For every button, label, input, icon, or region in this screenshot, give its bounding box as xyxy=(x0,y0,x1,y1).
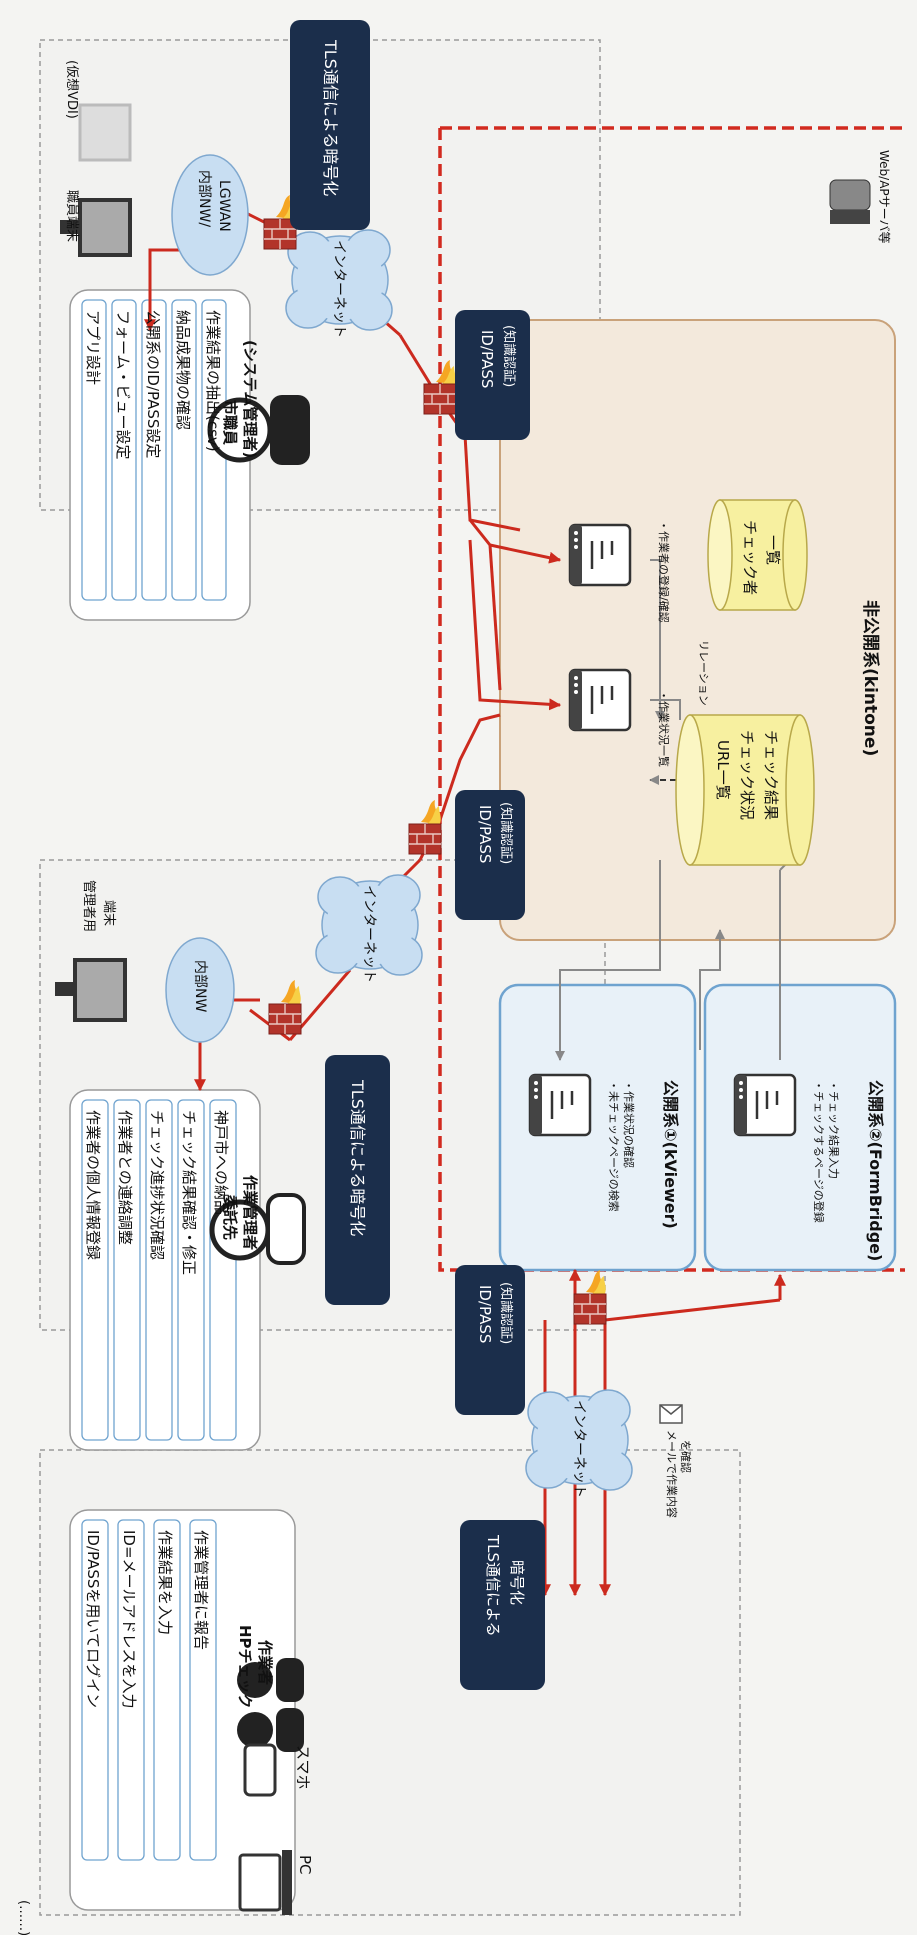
city-task: 納品成果物の確認 xyxy=(174,310,192,430)
tls-callout-middle xyxy=(325,1055,390,1305)
idpass-lower-text-2: (知識認証) xyxy=(498,1282,514,1344)
public2-page-icon xyxy=(733,1073,797,1137)
internet-label: インターネット xyxy=(331,240,347,338)
city-staff-person-icon xyxy=(207,395,310,465)
worker-task-rows xyxy=(81,1519,217,1861)
tls-callout-lower-text-2: 暗号化 xyxy=(508,1560,526,1605)
kintone-title: 非公開系(kintone) xyxy=(860,600,881,756)
public1-page-icon xyxy=(528,1073,592,1137)
mail-note-2: を確認 xyxy=(679,1440,693,1473)
contractor-subtitle: 作業管理者 xyxy=(241,1175,259,1250)
city-task: フォーム・ビュー設定 xyxy=(114,310,132,460)
smartphone-label: スマホ xyxy=(294,1745,312,1790)
relation-label: リレーション xyxy=(697,640,710,706)
public1-frame xyxy=(498,983,697,1272)
checker-db-icon xyxy=(707,499,808,611)
tls-callout-upper xyxy=(290,20,370,230)
idpass-callout-upper xyxy=(455,310,530,440)
lgwan-label-2: LGWAN xyxy=(216,180,232,232)
worker-task: 作業結果を入力 xyxy=(156,1530,174,1635)
smartphone-icon xyxy=(243,1743,277,1797)
pc-label: PC xyxy=(296,1855,314,1875)
worker-subtitle: 作業者 xyxy=(256,1640,274,1685)
lgwan-label: 内部NW/ xyxy=(196,170,212,227)
vdi-terminal-icon xyxy=(78,103,132,162)
contractor-task: 作業者との連絡調整 xyxy=(116,1110,134,1245)
public1-caption-2: ・作業状況の確認 xyxy=(622,1080,636,1168)
naibu-ellipse xyxy=(165,937,235,1043)
worker-task: ID/PASSを用いてログイン xyxy=(84,1530,102,1708)
kintone-page-register-icon xyxy=(568,668,632,732)
city-task: アプリ設計 xyxy=(84,310,102,385)
public2-frame xyxy=(703,983,897,1272)
worker-group-icon xyxy=(237,1658,304,1752)
public2-caption-2: ・チェック結果入力 xyxy=(827,1080,841,1179)
manager-terminal-label: 管理者用 xyxy=(81,880,96,932)
worker-task: ID=メールアドレスを入力 xyxy=(120,1530,138,1709)
kintone-page2-caption: ・作業者の登録/確認 xyxy=(657,520,671,623)
internet-label: インターネット xyxy=(571,1400,587,1498)
tls-callout-upper-text: TLS通信による暗号化 xyxy=(321,39,340,196)
public2-caption: ・チェックするページの登録 xyxy=(812,1080,826,1223)
idpass-callout-lower xyxy=(455,1265,525,1415)
city-staff-subtitle: (システム管理者) xyxy=(241,340,259,458)
pc-icon xyxy=(238,1850,292,1915)
contractor-task: 作業者の個人情報登録 xyxy=(84,1110,102,1260)
mail-note: メールで作業内容 xyxy=(665,1430,679,1518)
worker-task: 作業管理者に報告 xyxy=(192,1530,210,1650)
naibu-label: 内部NW xyxy=(192,960,208,1012)
city-task-rows xyxy=(81,299,227,601)
contractor-task: 神戸市への納品 xyxy=(212,1110,230,1215)
server-icon xyxy=(829,179,871,224)
city-task: 公開系のID/PASS設定 xyxy=(144,310,162,458)
idpass-middle-text-2: (知識認証) xyxy=(498,802,514,864)
idpass-middle-text: ID/PASS xyxy=(476,805,494,863)
staff-terminal-label: 職員端末 xyxy=(64,190,79,242)
manager-terminal-label-2: 端末 xyxy=(101,900,116,926)
public1-caption: ・未チェックページの検索 xyxy=(607,1080,621,1212)
contractor-task: チェック進捗状況確認 xyxy=(148,1110,166,1260)
kintone-page-status-icon xyxy=(568,523,632,587)
tls-callout-middle-text: TLS通信による暗号化 xyxy=(348,1079,367,1236)
firewall-icon xyxy=(408,799,442,855)
vdi-label: (仮想VDI) xyxy=(64,60,80,119)
url-db-label-2: チェック状況 xyxy=(738,730,756,820)
kintone-page1-caption: ・作業状況一覧 xyxy=(657,690,671,767)
idpass-upper-text-2: (知識認証) xyxy=(501,325,517,387)
checker-db-label: チェック者 xyxy=(741,520,759,595)
mail-icon xyxy=(659,1404,683,1424)
internet-label: インターネット xyxy=(361,885,377,983)
url-db-label-3: チェック結果 xyxy=(762,730,780,820)
lgwan-ellipse xyxy=(171,154,249,276)
tls-callout-lower-text: TLS通信による xyxy=(484,1534,502,1637)
public1-title: 公開系①(kViewer) xyxy=(661,1080,680,1229)
idpass-callout-middle xyxy=(455,790,525,920)
tls-callout-lower xyxy=(460,1520,545,1690)
idpass-upper-text: ID/PASS xyxy=(478,330,496,388)
staff-terminal-icon xyxy=(60,198,132,257)
contractor-task: チェック結果確認・修正 xyxy=(180,1110,198,1275)
city-task: 作業結果の抽出(csv) xyxy=(204,310,222,452)
server-label: Web/APサーバ等 xyxy=(877,150,891,244)
contractor-person-icon xyxy=(209,1193,306,1265)
manager-terminal-icon xyxy=(55,958,127,1022)
url-db-icon xyxy=(675,714,815,866)
city-staff-title: 市職員 xyxy=(221,400,239,445)
public2-title: 公開系②(FormBridge) xyxy=(866,1080,885,1261)
url-db-label: URL一覧 xyxy=(714,740,732,800)
worker-title: HPチェック xyxy=(236,1625,254,1709)
idpass-lower-text: ID/PASS xyxy=(476,1285,494,1343)
contractor-task-rows xyxy=(81,1099,237,1441)
top-left-fragment: (……) xyxy=(16,1900,31,1935)
contractor-title: 委託先 xyxy=(221,1195,239,1240)
checker-db-label-2: 一覧 xyxy=(764,535,782,565)
